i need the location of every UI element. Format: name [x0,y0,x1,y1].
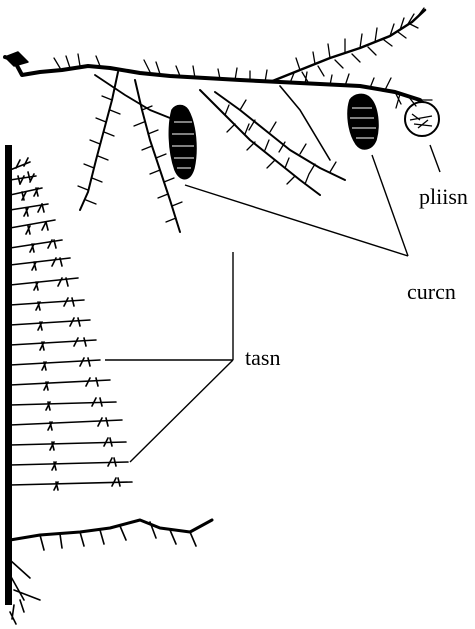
label-pliisn: pliisn [419,184,468,209]
pliisn-leader-line [430,145,440,172]
tasn-leader-lines [105,252,233,462]
curcn-leader-lines [185,155,408,256]
spruce-cone-icon [348,94,378,149]
label-curcn: curcn [407,279,456,304]
label-tasn: tasn [245,345,280,370]
spruce-trunk-drawing [5,145,212,624]
spruce-cone-icon [169,106,196,179]
needle-highlight-circle [405,102,439,136]
